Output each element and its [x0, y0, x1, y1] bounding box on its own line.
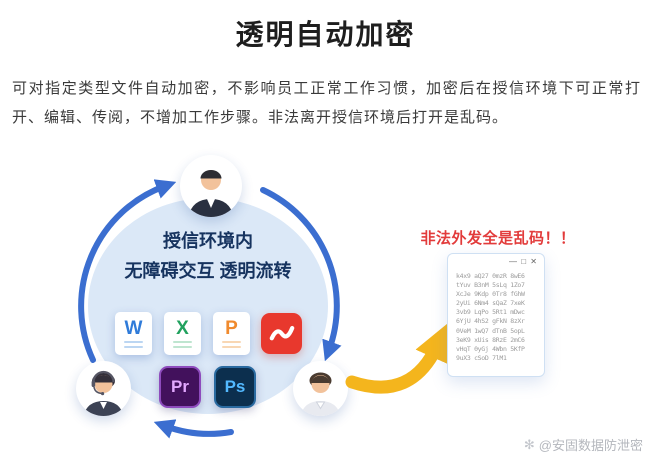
garbled-text-block: k4x9 aQ27 0mzR 8wE6 tYuv B3nM 5sLq 1Zo7 …: [456, 272, 537, 369]
garbled-line: 6YjU 4hS2 gFkN 8zXr: [456, 317, 525, 326]
word-icon-line: [124, 346, 143, 348]
powerpoint-icon: P: [213, 312, 250, 355]
word-icon: W: [115, 312, 152, 355]
businessman-icon: [188, 170, 234, 217]
outbound-arrow-icon: [345, 323, 449, 394]
description-text: 可对指定类型文件自动加密，不影响员工正常工作习惯，加密后在授信环境下可正常打开、…: [12, 80, 641, 127]
powerpoint-icon-line: [222, 341, 241, 343]
garbled-document-window: — □ ✕ k4x9 aQ27 0mzR 8wE6 tYuv B3nM 5sLq…: [447, 253, 545, 377]
garbled-line: 9uX3 cSoD 7lM1: [456, 353, 507, 362]
circle-caption: 授信环境内 无障碍交互 透明流转: [96, 227, 320, 286]
excel-icon: X: [164, 312, 201, 355]
avatar-employee-top: [180, 155, 242, 217]
watermark-logo-icon: ✻: [523, 436, 535, 452]
employee-icon: [300, 372, 341, 416]
garbled-line: 3eK9 xUis 8RzE 2mC6: [456, 335, 525, 344]
excel-icon-line: [173, 346, 192, 348]
word-icon-letter: W: [124, 318, 143, 339]
headset-agent-icon: [83, 370, 124, 416]
garbled-warning-text: 非法外发全是乱码！！: [420, 230, 576, 247]
watermark-text: @安固数据防泄密: [538, 438, 643, 453]
garbled-line: 2yUi 6Nm4 sQaZ 7xeK: [456, 299, 525, 308]
window-controls-icon: — □ ✕: [509, 257, 538, 266]
circle-caption-line2: 无障碍交互 透明流转: [124, 260, 292, 281]
powerpoint-icon-line: [222, 346, 241, 348]
watermark: ✻ @安固数据防泄密: [524, 435, 643, 454]
garbled-line: tYuv B3nM 5sLq 1Zo7: [456, 281, 525, 290]
avatar-support-agent: [76, 361, 131, 416]
garbled-line: 3vb9 LqPo 5Rt1 mDwc: [456, 308, 525, 317]
word-icon-line: [124, 341, 143, 343]
pdf-icon: [261, 313, 302, 354]
garbled-line: k4x9 aQ27 0mzR 8wE6: [456, 272, 525, 280]
powerpoint-icon-letter: P: [225, 318, 238, 339]
pdf-swoosh-icon: [269, 325, 294, 340]
garbled-line: XcJe 9Kdp 0Tr8 fGhW: [456, 290, 525, 299]
avatar-employee-right: [293, 361, 348, 416]
photoshop-icon: Ps: [214, 366, 256, 408]
garbled-line: 0VeM 1wQ7 dTnB 5opL: [456, 326, 525, 335]
excel-icon-letter: X: [176, 318, 189, 339]
circle-caption-line1: 授信环境内: [163, 231, 253, 251]
flow-arrow-bottom-icon: [153, 419, 234, 439]
excel-icon-line: [173, 341, 192, 343]
premiere-icon: Pr: [159, 366, 201, 408]
page-title: 透明自动加密: [235, 19, 416, 50]
garbled-line: vHqT 0yGj 4Wbn 5KfP: [456, 344, 525, 353]
